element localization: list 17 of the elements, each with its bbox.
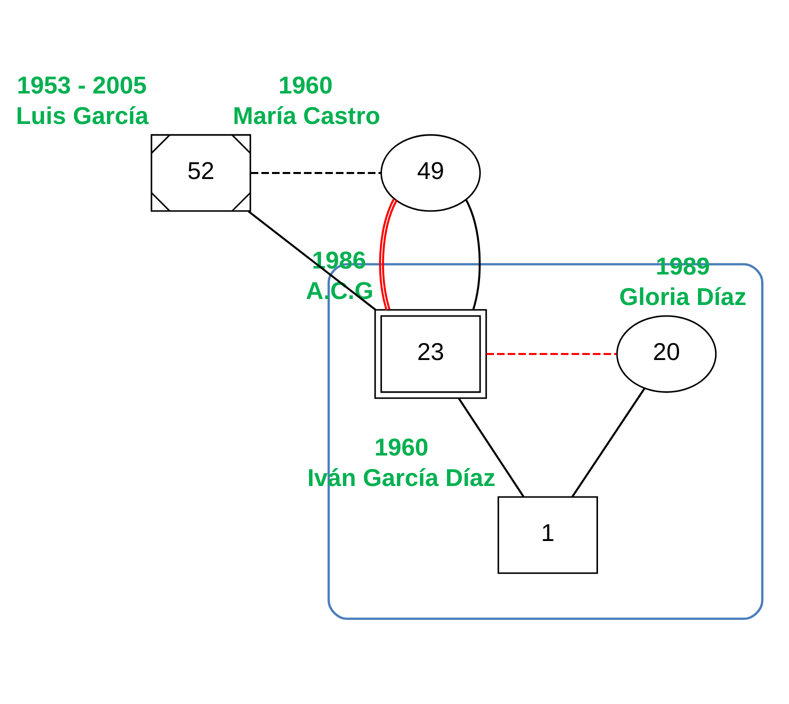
connector xyxy=(248,210,376,310)
node-ellipse: 49 xyxy=(380,134,481,212)
node-box: 23 xyxy=(374,308,487,398)
connector xyxy=(571,387,646,497)
node-box: 1 xyxy=(498,496,598,574)
connector xyxy=(465,198,481,310)
node-label: María Castro xyxy=(232,102,380,130)
node-label: 1953 - 2005 xyxy=(16,72,147,100)
node-label: Luis García xyxy=(16,102,149,130)
connector xyxy=(379,198,398,310)
connector xyxy=(458,397,524,497)
node-label: 1960 xyxy=(278,72,333,100)
node-ellipse: 20 xyxy=(616,314,717,392)
connector xyxy=(250,171,381,174)
node-label: Gloria Díaz xyxy=(619,284,746,311)
connector xyxy=(486,352,616,354)
node-label: 1960 xyxy=(374,434,428,462)
